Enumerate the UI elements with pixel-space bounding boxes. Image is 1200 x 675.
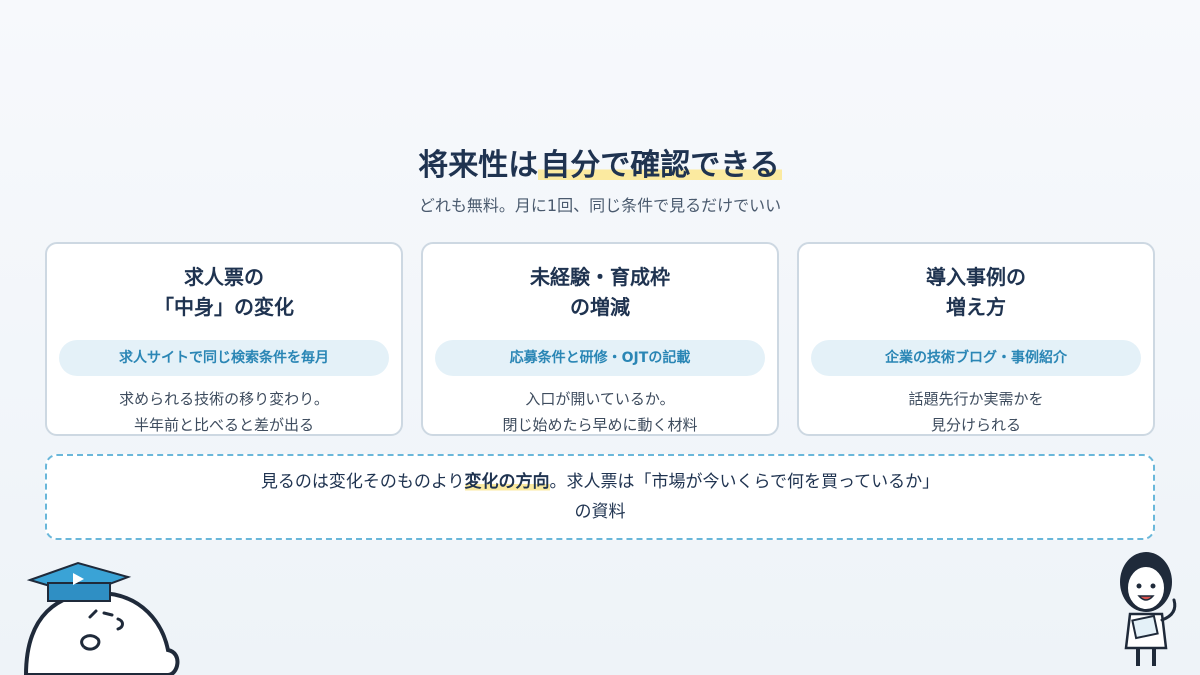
page-subtitle: どれも無料。月に1回、同じ条件で見るだけでいい [418,196,782,215]
summary-note-text: 見るのは変化そのものより変化の方向。求人票は「市場が今いくらで何を買っているか」… [261,467,939,527]
note-text-before: 見るのは変化そのものより [260,472,465,492]
note-text-after: 。求人票は「市場が今いくらで何を買っているか」 [549,472,940,492]
card-source-pill: 応募条件と研修・OJTの記載 [435,340,765,376]
card-title: 求人票の 「中身」の変化 [154,265,294,319]
graduation-cap-mascot-icon [23,561,180,675]
card-description: 入口が開いているか。 閉じ始めたら早めに動く材料 [502,390,698,434]
card-adoption-cases: 導入事例の 増え方 企業の技術ブログ・事例紹介 話題先行か実需かを 見分けられる [797,242,1155,436]
card-row: 求人票の 「中身」の変化 求人サイトで同じ検索条件を毎月 求められる技術の移り変… [45,242,1155,436]
card-description: 求められる技術の移り変わり。 半年前と比べると差が出る [119,390,329,434]
page-title: 将来性は自分で確認できる [0,140,1200,184]
note-text-line2: の資料 [574,502,626,522]
card-title: 未経験・育成枠 の増減 [530,265,670,319]
note-text-bold: 変化の方向 [464,472,550,492]
card-job-listing-content: 求人票の 「中身」の変化 求人サイトで同じ検索条件を毎月 求められる技術の移り変… [45,242,403,436]
summary-note: 見るのは変化そのものより変化の方向。求人票は「市場が今いくらで何を買っているか」… [45,454,1155,540]
card-source-pill: 求人サイトで同じ検索条件を毎月 [59,340,389,376]
title-prefix: 将来性は [418,148,539,183]
title-highlight: 自分で確認できる [538,148,782,183]
card-description: 話題先行か実需かを 見分けられる [908,390,1044,434]
card-title: 導入事例の 増え方 [926,265,1026,319]
card-source-pill: 企業の技術ブログ・事例紹介 [811,340,1141,376]
card-entry-level-slots: 未経験・育成枠 の増減 応募条件と研修・OJTの記載 入口が開いているか。 閉じ… [421,242,779,436]
presenter-person-icon [1120,552,1177,666]
